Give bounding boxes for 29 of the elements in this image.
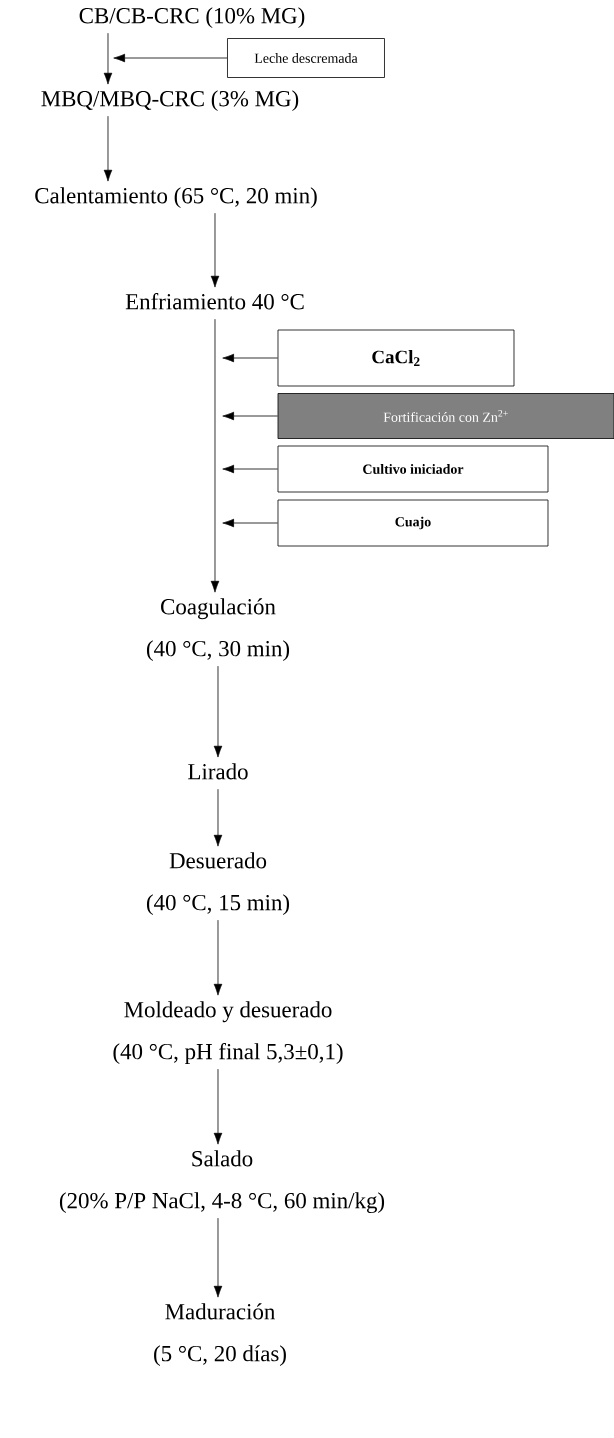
step-text: MBQ/MBQ-CRC (3% MG) [41,90,299,112]
arrow [210,318,220,593]
step-text: CB/CB-CRC (10% MG) [79,7,305,29]
step-text: Lirado [188,763,248,780]
process-box: Cultivo iniciador [277,445,549,493]
step-text: Coagulación (40 °C, 30 min) [146,598,290,661]
arrow [213,919,223,996]
arrow [222,518,278,528]
process-box: Fortificación con Zn$^{2+}$ [277,393,614,439]
step-text: Salado (20% P/P NaCl, 4-8 °C, 60 min/kg) [59,1150,385,1214]
step-text: Calentamiento (65 °C, 20 min) [35,187,317,209]
process-box: Leche descremada [227,38,385,78]
step-text: Moldeado y desuerado (40 °C, pH final 5,3±0,1) [113,1001,343,1064]
arrow [113,53,228,63]
step-text: Maduración (5 °C, 20 días) [154,1303,286,1366]
arrow [210,212,220,288]
arrow [213,665,223,758]
arrow [213,788,223,847]
process-box: Cuajo [277,499,549,547]
arrow [213,1217,223,1298]
arrow [222,411,278,421]
step-text: Desuerado (40 °C, 15 min) [146,852,290,915]
process-box: CaCl$_{2}$ [277,329,515,387]
arrow [213,1068,223,1145]
arrow [222,353,278,363]
arrow [103,115,113,182]
arrow [222,464,278,474]
arrow [103,32,113,85]
step-text: Enfriamiento 40 °C [125,293,304,310]
